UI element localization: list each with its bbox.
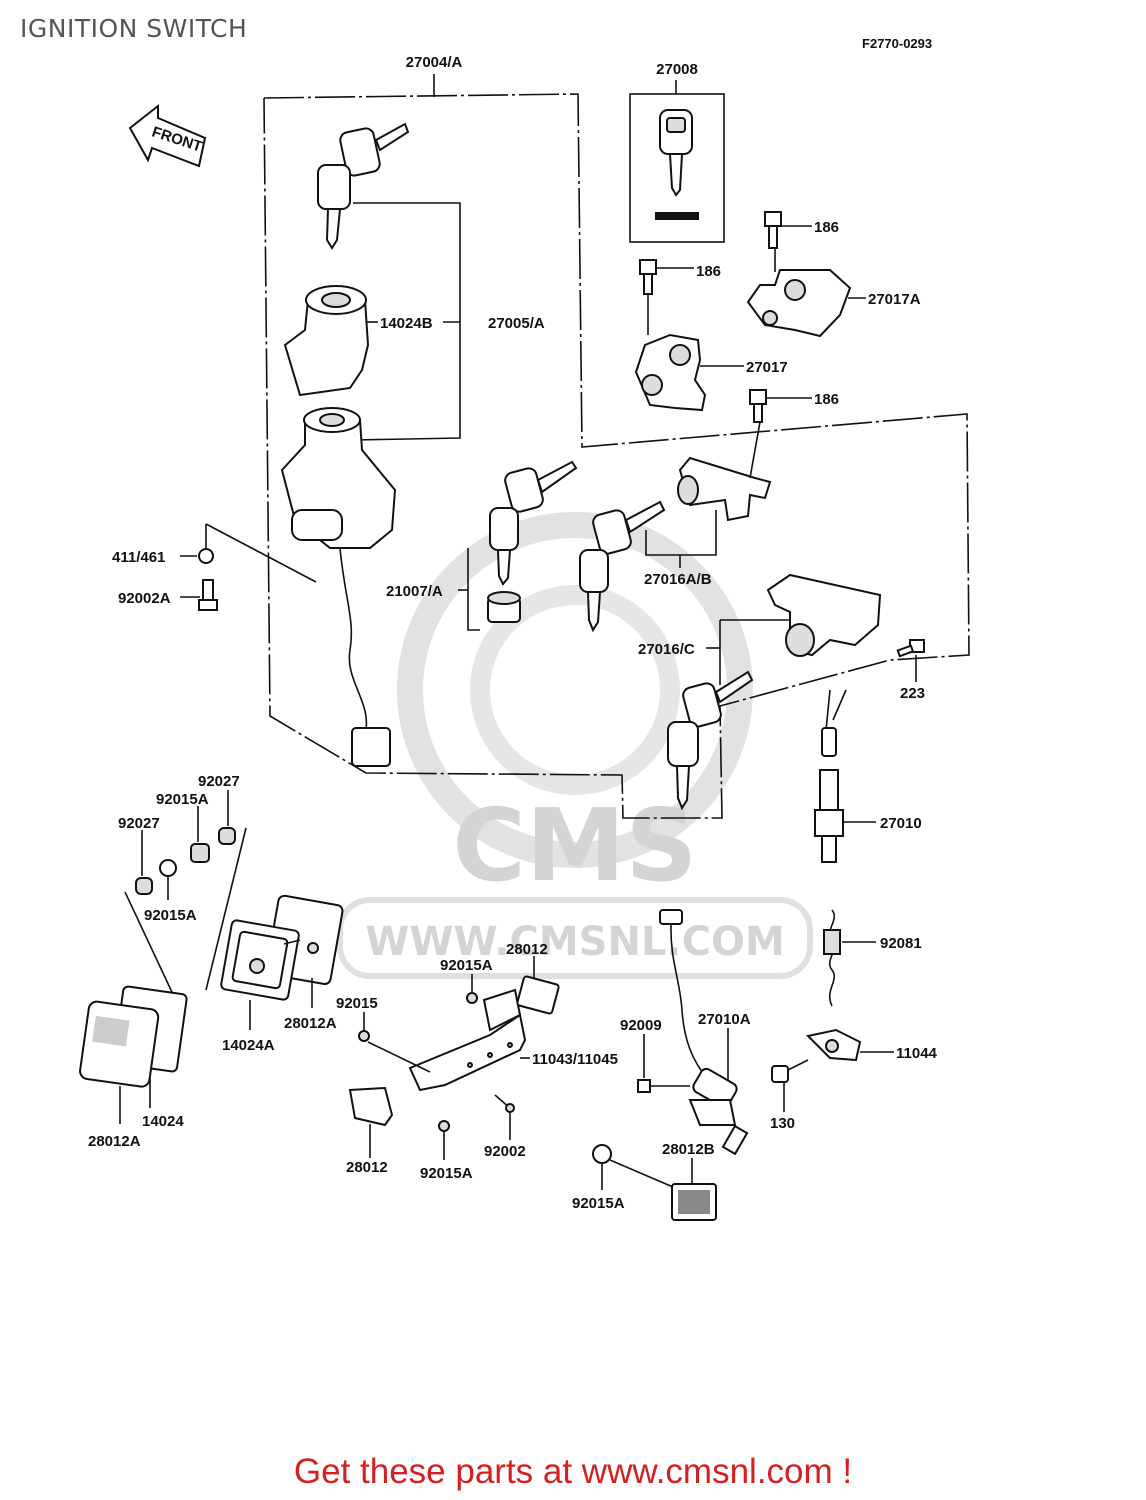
bolt-92002A-icon — [198, 579, 218, 611]
outline-27004A — [263, 93, 970, 819]
leader-washer — [205, 523, 317, 583]
label-27010: 27010 — [880, 815, 922, 832]
label-92015A-a: 92015A — [156, 791, 209, 808]
label-27004A: 27004/A — [406, 54, 463, 71]
bolt-92002-icon — [494, 1094, 515, 1113]
leader-cluster-right — [205, 827, 247, 991]
bracket-21007A — [467, 548, 480, 631]
front-arrow: FRONT — [128, 103, 207, 168]
nut-92015A-a-icon — [190, 843, 210, 863]
label-186-mid: 186 — [696, 263, 721, 280]
label-92015A-c: 92015A — [440, 957, 493, 974]
label-411-461: 411/461 — [112, 549, 165, 566]
label-92015A-e: 92015A — [572, 1195, 625, 1212]
plate-28012-upper-icon — [516, 975, 560, 1015]
label-92002: 92002 — [484, 1143, 526, 1160]
key-27008-icon — [655, 109, 699, 220]
watermark-url: WWW.CMSNL.COM — [365, 919, 785, 965]
label-130: 130 — [770, 1115, 795, 1132]
bolt-186-low-icon — [749, 389, 767, 423]
spring-92081-icon — [823, 909, 841, 1007]
watermark: CMS WWW.CMSNL.COM — [337, 512, 813, 979]
bracket-27017-icon — [634, 333, 707, 412]
label-11043-11045: 11043/11045 — [532, 1051, 618, 1068]
ignition-switch-body-icon — [280, 407, 397, 767]
label-27005A: 27005/A — [488, 315, 545, 332]
washer-411-461-icon — [198, 548, 214, 564]
key-pair-21007-icon — [489, 460, 578, 586]
bolt-130-icon — [771, 1059, 809, 1083]
leader-cluster-left — [124, 891, 179, 1006]
switch-cover-14024B-icon — [283, 285, 370, 397]
label-21007A: 21007/A — [386, 583, 443, 600]
watermark-brand: CMS — [453, 787, 698, 904]
label-28012B: 28012B — [662, 1141, 715, 1158]
bracket-11043-icon — [367, 988, 527, 1092]
lock-27016C-icon — [766, 573, 882, 657]
lock-27016AB-icon — [677, 456, 772, 522]
nut-92015A-e-icon — [592, 1144, 612, 1164]
label-27017A: 27017A — [868, 291, 921, 308]
key-pair-27016AB-icon — [579, 500, 666, 633]
label-92027-b: 92027 — [118, 815, 160, 832]
label-28012A-b: 28012A — [88, 1133, 141, 1150]
page-title: IGNITION SWITCH — [20, 14, 248, 43]
nut-92015A-d-icon — [438, 1120, 450, 1132]
key-pair-27016C-icon — [667, 670, 754, 811]
ignition-key-pair-icon — [317, 122, 410, 250]
washer-92015A-b-icon — [159, 859, 177, 877]
label-92015: 92015 — [336, 995, 378, 1012]
label-92009: 92009 — [620, 1017, 662, 1034]
label-186-low: 186 — [814, 391, 839, 408]
label-92015A-b: 92015A — [144, 907, 197, 924]
reflector-28012B-icon — [671, 1183, 717, 1221]
label-11044: 11044 — [896, 1045, 938, 1062]
bracket-27005A — [353, 202, 461, 441]
bolt-186-top-icon — [764, 211, 782, 249]
label-223: 223 — [900, 685, 925, 702]
footer-shop-link[interactable]: Get these parts at www.cmsnl.com ! — [293, 1452, 853, 1491]
bracket-11044-icon — [805, 1028, 862, 1062]
reflector-14024A-icon — [220, 919, 301, 1001]
label-186-top: 186 — [814, 219, 839, 236]
screw-92009-icon — [637, 1079, 690, 1093]
label-27010A: 27010A — [698, 1011, 751, 1028]
nut-92015-icon — [358, 1030, 370, 1042]
bolt-186-mid-icon — [639, 259, 657, 295]
label-92027-a: 92027 — [198, 773, 240, 790]
figure-code: F2770-0293 — [862, 36, 933, 51]
label-27017: 27017 — [746, 359, 788, 376]
label-28012A-a: 28012A — [284, 1015, 337, 1032]
label-14024B: 14024B — [380, 315, 433, 332]
reflector-14024-icon — [79, 985, 188, 1088]
label-27016AB: 27016A/B — [644, 571, 712, 588]
leader-92015A-e-link — [609, 1159, 681, 1191]
leader-lock-bolt — [749, 421, 761, 479]
label-28012-lower: 28012 — [346, 1159, 388, 1176]
nut-92027-a-icon — [218, 827, 236, 845]
screw-223-icon — [896, 639, 925, 658]
label-92002A: 92002A — [118, 590, 171, 607]
nut-92015A-c-icon — [466, 992, 478, 1004]
label-28012-upper: 28012 — [506, 941, 548, 958]
bracket-27016AB — [645, 510, 717, 556]
label-27016C: 27016/C — [638, 641, 695, 658]
switch-27010A-icon — [659, 909, 749, 1156]
bracket-27017A-icon — [746, 269, 852, 338]
label-14024: 14024 — [142, 1113, 184, 1130]
label-92015A-d: 92015A — [420, 1165, 473, 1182]
label-14024A: 14024A — [222, 1037, 275, 1054]
nut-92027-b-icon — [135, 877, 153, 895]
switch-27010-icon — [814, 689, 847, 863]
key-box-27008 — [629, 93, 725, 243]
cap-21007-icon — [487, 591, 521, 623]
label-92081: 92081 — [880, 935, 922, 952]
plate-28012-lower-icon — [348, 1086, 394, 1127]
label-27008: 27008 — [656, 61, 698, 78]
